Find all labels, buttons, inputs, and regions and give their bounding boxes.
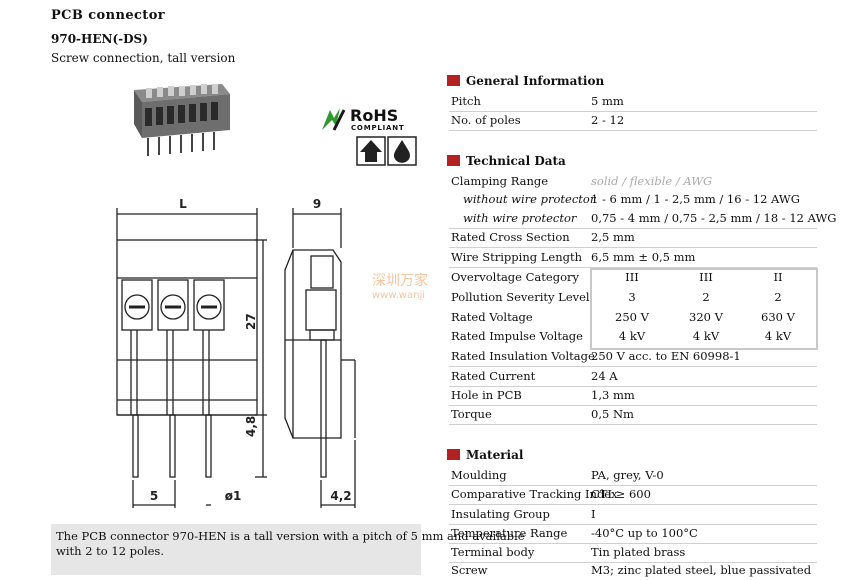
table-row: Rated Voltage 250 V 320 V 630 V: [451, 310, 795, 324]
watermark: 深圳万家: [372, 273, 428, 289]
svg-text:COMPLIANT: COMPLIANT: [351, 124, 405, 132]
product-photo: [134, 84, 230, 156]
bullet-square-icon: [447, 75, 460, 86]
svg-text:5: 5: [150, 489, 158, 503]
table-row: Overvoltage Category III III II: [451, 270, 783, 284]
page-subtitle: Screw connection, tall version: [51, 51, 236, 65]
table-row: Rated Impulse Voltage 4 kV 4 kV 4 kV: [451, 329, 792, 343]
section-material-heading: Material: [447, 448, 523, 462]
svg-text:4,8: 4,8: [244, 416, 258, 437]
section-general-heading: General Information: [447, 74, 604, 88]
cert-icons: [356, 136, 418, 170]
bullet-square-icon: [447, 449, 460, 460]
svg-text:9: 9: [313, 197, 321, 211]
table-row: Temperature Range-40°C up to 100°C: [449, 524, 817, 544]
svg-text:ø1: ø1: [225, 489, 242, 503]
svg-text:4,2: 4,2: [330, 489, 351, 503]
svg-text:27: 27: [244, 313, 258, 330]
description-box: [51, 524, 421, 575]
table-row: Pollution Severity Level 3 2 2: [451, 290, 782, 304]
technical-drawing: L 9 27 4,8 5 ø1 4,2: [116, 197, 356, 508]
description-text: The PCB connector 970-HEN is a tall vers…: [56, 529, 525, 558]
svg-text:RoHS: RoHS: [350, 106, 398, 125]
svg-text:L: L: [179, 197, 187, 211]
voltage-grid: [590, 268, 818, 350]
rohs-logo: RoHS COMPLIANT: [322, 106, 405, 132]
watermark-url: www.wanji: [372, 290, 425, 301]
bullet-square-icon: [447, 155, 460, 166]
model-number: 970-HEN(-DS): [51, 32, 148, 46]
flame-retardant-icon: [387, 136, 417, 166]
section-technical-heading: Technical Data: [447, 154, 566, 168]
page-title: PCB connector: [51, 8, 166, 23]
halogen-free-icon: [356, 136, 386, 166]
